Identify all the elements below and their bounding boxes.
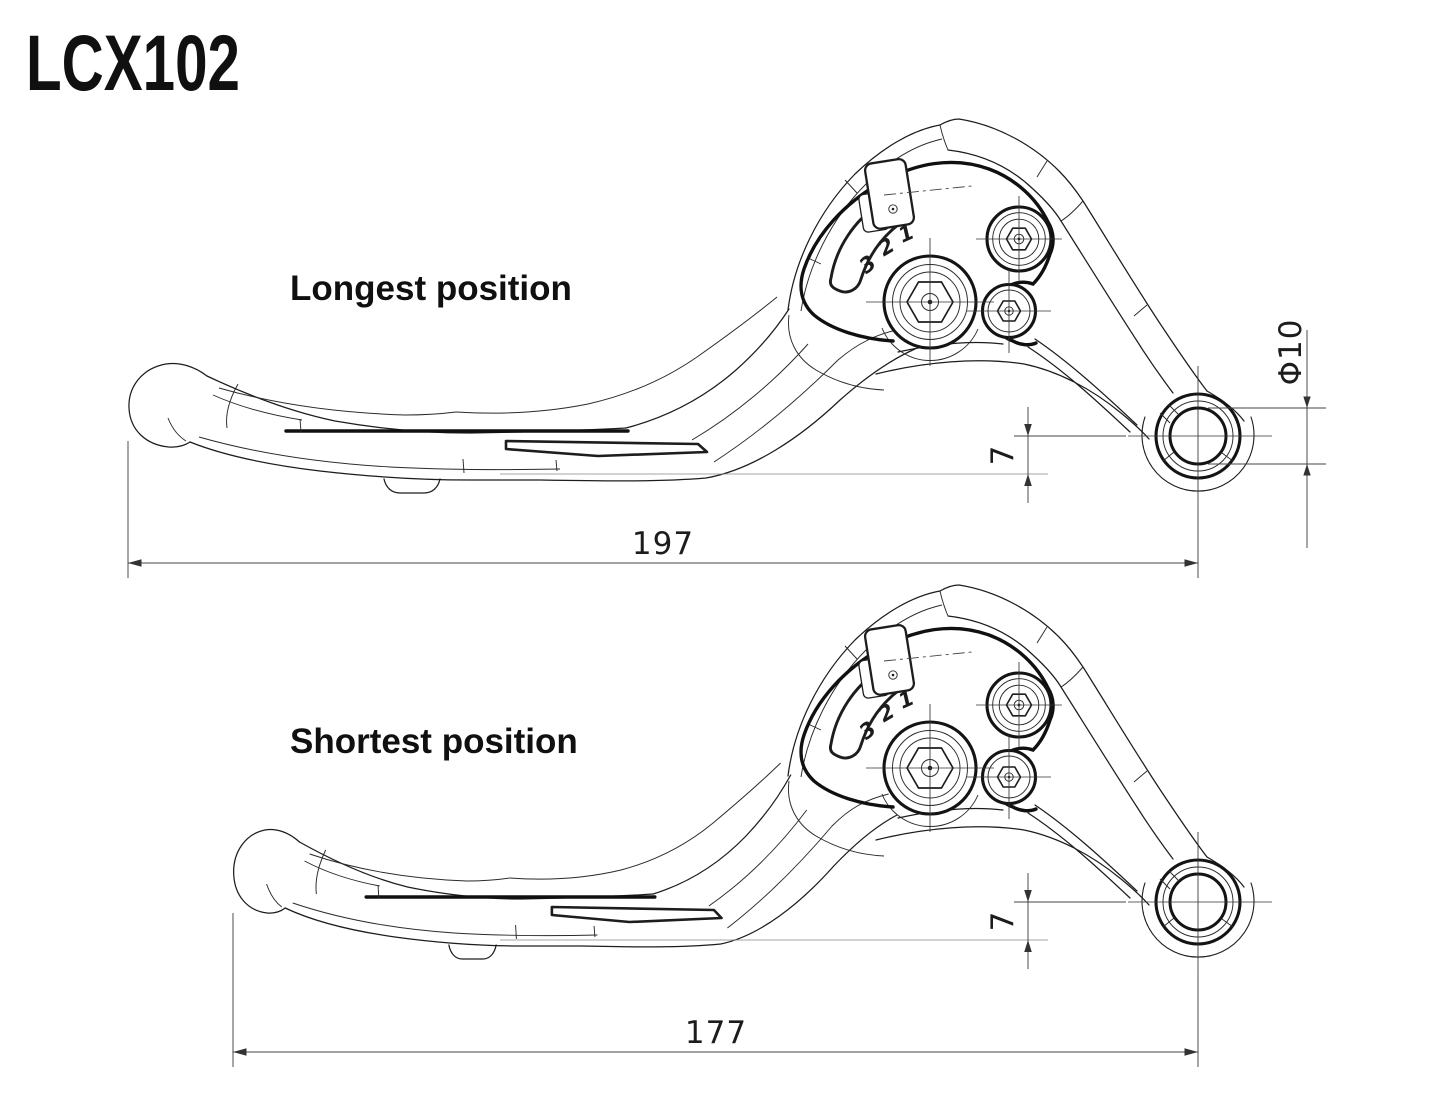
pivot-hole-diameter-value: Φ10	[1273, 319, 1309, 386]
overall-length-dimension-longest: 197	[127, 441, 1199, 578]
overall-length-dimension-shortest: 177	[232, 913, 1199, 1067]
lever-blade	[129, 297, 915, 493]
pivot-hole-diameter-dimension: Φ10	[1208, 319, 1326, 548]
adjuster-tab	[858, 157, 973, 233]
lever-mechanism: 3 2 1	[787, 118, 1272, 508]
view-shortest-label: Shortest position	[290, 722, 578, 761]
adjuster-number-1: 1	[895, 220, 918, 248]
view-longest: 3 2 1	[127, 118, 1326, 578]
offset-value: 7	[985, 445, 1021, 466]
overall-length-value-shortest: 177	[685, 1015, 747, 1051]
view-longest-label: Longest position	[290, 269, 572, 308]
offset-dimension: 7	[500, 407, 1126, 503]
view-shortest: 177 Shortest position	[231, 583, 1274, 1067]
overall-length-value-longest: 197	[632, 526, 694, 562]
adjuster-number-2: 2	[874, 233, 899, 261]
drawing-title: LCX102	[26, 18, 240, 107]
